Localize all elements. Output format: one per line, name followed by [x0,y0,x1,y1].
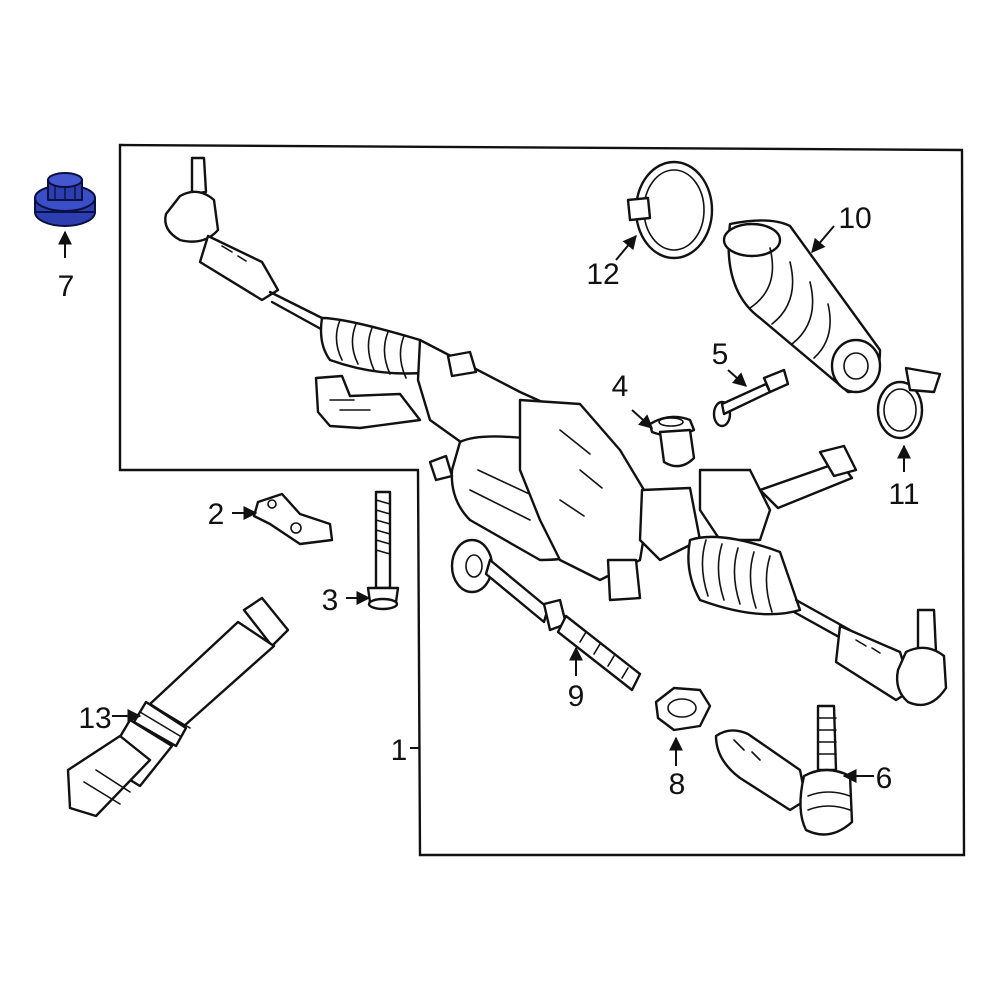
callout-6: 6 [876,762,893,795]
part-10-boot[interactable] [722,219,882,394]
callout-5: 5 [712,338,729,371]
callout-1: 1 [391,734,408,767]
callout-3: 3 [322,584,339,617]
callout-13: 13 [78,702,111,735]
callout-12: 12 [586,258,619,291]
part-8-nut[interactable] [654,686,712,732]
part-3-bolt[interactable] [366,490,400,611]
callout-7: 7 [58,270,75,303]
part-5-pin[interactable] [712,368,790,428]
callout-labels: 7 2 3 4 5 6 8 9 10 11 12 13 1 [58,202,920,801]
callout-9: 9 [568,680,585,713]
callout-11: 11 [888,478,919,511]
part-11-clamp[interactable] [876,366,942,440]
part-12-clamp-ring[interactable] [626,160,714,260]
callout-4: 4 [612,370,629,403]
part-6-tie-rod-end[interactable] [714,704,854,836]
callout-10: 10 [838,202,871,235]
assembly-frame [118,143,966,857]
leader-lines [58,225,911,783]
part-13-intermediate-shaft[interactable] [66,596,290,818]
callout-8: 8 [669,768,686,801]
part-1-steering-rack[interactable] [164,156,948,707]
part-7-bushing[interactable] [34,172,96,227]
part-9-inner-tie-rod[interactable] [450,538,642,692]
callout-2: 2 [208,498,225,531]
part-2-bracket[interactable] [252,492,334,546]
part-4-grommet[interactable] [648,415,696,468]
